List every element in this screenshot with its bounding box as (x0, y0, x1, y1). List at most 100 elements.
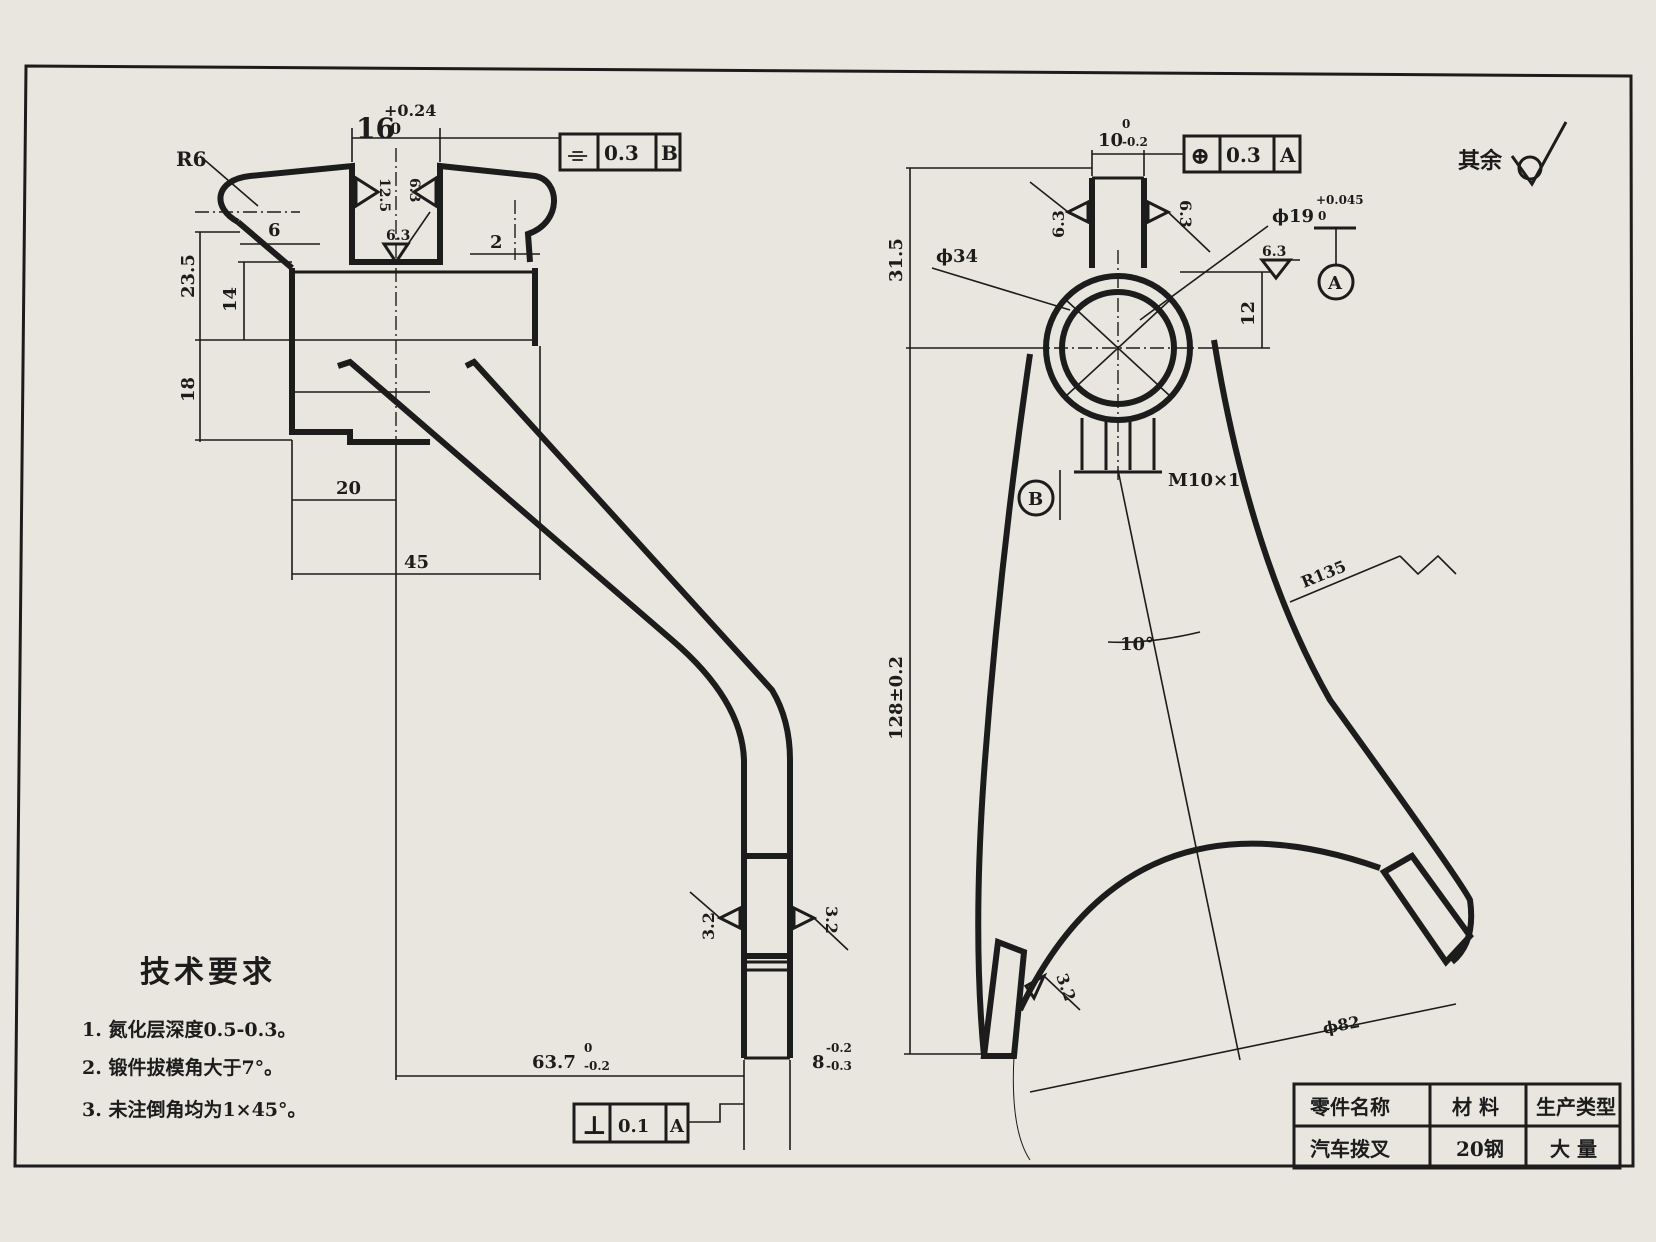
roughness-slot-bottom-leader (407, 211, 431, 245)
dim8-nominal: 8 (812, 1052, 825, 1073)
dim2-label: 2 (490, 232, 503, 253)
angle-arc (1107, 631, 1201, 644)
slot-dim-lower-dev: -0.2 (1122, 135, 1148, 149)
other-roughness-note: 其余 (1458, 121, 1568, 187)
title-header-production: 生产类型 (1536, 1095, 1616, 1119)
roughness-mark-pad (1023, 972, 1048, 1002)
r6-leader (199, 155, 259, 207)
roughness-pad-leader (1043, 975, 1081, 1011)
fork-arm-outer (337, 358, 747, 1058)
roughness-tab-right-leader (1167, 211, 1211, 253)
tech-requirement-3: 3. 未注倒角均为1×45°。 (82, 1098, 307, 1121)
roughness-tab-left: 6.3 (1049, 210, 1068, 238)
tech-requirement-1: 1. 氮化层深度0.5-0.3。 (82, 1018, 296, 1041)
dim63-nominal: 63.7 (532, 1052, 576, 1073)
roughness-slot-left: 12.5 (376, 178, 392, 212)
dim63-lower-dev: -0.2 (584, 1059, 610, 1073)
datum-a-circle (1317, 263, 1355, 301)
symmetry-symbol: ⌯ (568, 139, 588, 168)
other-roughness-label: 其余 (1458, 148, 1503, 174)
perp-symbol: ⊥ (582, 1111, 607, 1141)
tech-requirements: 技术要求 1. 氮化层深度0.5-0.3。 2. 锻件拔模角大于7°。 3. 未… (82, 955, 307, 1121)
symmetry-tolerance: 0.3 (604, 141, 639, 165)
roughness-mark-tab-right (1146, 199, 1172, 225)
bore-dim-upper-dev: +0.045 (1316, 193, 1364, 207)
flange-lower-edge (236, 219, 294, 271)
fork-pad-left (980, 937, 1028, 1059)
roughness-mark-arm-right (792, 905, 818, 931)
drawing-frame (13, 64, 1635, 1168)
position-frame (1182, 134, 1302, 174)
fork-top-flange (217, 162, 557, 265)
symmetry-datum: B (661, 141, 678, 165)
roughness-slot-bottom: 6.3 (386, 228, 410, 244)
bore-dim-lower-dev: 0 (1318, 209, 1326, 223)
title-value-production: 大 量 (1550, 1137, 1597, 1161)
thread-lines (1080, 418, 1156, 470)
left-view: R6 16 +0.24 0 ⌯ 0.3 B 12.5 6.3 6.3 6 2 (176, 101, 852, 1150)
r6-label: R6 (176, 147, 207, 171)
dia82-line (1029, 1003, 1457, 1093)
dim16-nominal: 16 (356, 112, 395, 145)
roughness-arm-right: 3.2 (822, 906, 841, 934)
tech-requirement-2: 2. 锻件拔模角大于7°。 (82, 1056, 283, 1079)
slot-dim-upper-dev: 0 (1122, 117, 1130, 131)
datum-b-circle (1017, 479, 1055, 517)
fork-body-right (1211, 339, 1475, 965)
arm-end-lines (744, 960, 790, 1060)
roughness-mark-slot-right (411, 175, 438, 209)
title-header-part-name: 零件名称 (1309, 1095, 1390, 1119)
dim6-label: 6 (268, 220, 281, 241)
angled-centerline (1117, 469, 1241, 1061)
position-symbol: ⊕ (1190, 141, 1210, 170)
dim16-upper-dev: +0.24 (384, 101, 436, 120)
outer-dia-leader (931, 267, 1071, 311)
arm-ground-surface (741, 853, 793, 959)
slot-dim-nominal: 10 (1098, 130, 1123, 151)
roughness-mark-slot-bottom (381, 242, 411, 265)
dim8-upper-dev: -0.2 (826, 1041, 852, 1055)
bore-dim-nominal: ϕ19 (1272, 206, 1314, 227)
title-header-material: 材 料 (1452, 1095, 1499, 1119)
other-roughness-check-icon (1510, 121, 1568, 187)
title-value-material: 20钢 (1456, 1137, 1504, 1161)
dim18-label: 18 (178, 377, 199, 402)
fork-inner-arc (1017, 840, 1381, 1012)
title-value-part-name: 汽车拨叉 (1310, 1137, 1391, 1161)
r135-leader (1289, 555, 1401, 603)
roughness-arm-left: 3.2 (699, 912, 718, 940)
r135-break-symbol (1399, 554, 1457, 576)
roughness-mark-arm-left (716, 905, 742, 931)
position-tolerance: 0.3 (1226, 143, 1261, 167)
dim128-label: 128±0.2 (886, 656, 907, 740)
roughness-tab-left-leader (1029, 181, 1069, 213)
dim23-label: 23.5 (178, 254, 199, 298)
perp-frame-leader (688, 1103, 744, 1123)
roughness-arm-right-leader (813, 917, 849, 951)
dim20-label: 20 (336, 478, 361, 499)
bore-dim-leader (1139, 225, 1269, 321)
dim12-label: 12 (1238, 301, 1259, 326)
roughness-mark-slot-left (354, 175, 381, 209)
fork-pad-right (1379, 852, 1474, 967)
dim31-label: 31.5 (886, 238, 907, 282)
thread-label: M10×1 (1168, 470, 1241, 491)
dim14-label: 14 (220, 287, 241, 312)
dim8-lower-dev: -0.3 (826, 1059, 852, 1073)
roughness-tab-right: 6.3 (1176, 200, 1195, 228)
dim45-label: 45 (404, 552, 429, 573)
perpendicularity-frame (572, 1102, 690, 1144)
datum-b-label: B (1028, 489, 1043, 510)
right-view: 10 0 -0.2 ⊕ 0.3 A 6.3 6.3 (886, 117, 1475, 1161)
angle-label: 10° (1120, 634, 1154, 655)
outer-dia-label: ϕ34 (936, 246, 978, 267)
position-datum: A (1279, 143, 1296, 167)
top-tab-sides (1089, 178, 1147, 268)
symmetry-frame (558, 132, 682, 172)
roughness-mark-tab-left (1064, 199, 1090, 225)
title-block: 零件名称 材 料 生产类型 汽车拨叉 20钢 大 量 (1292, 1082, 1622, 1170)
fork-arm-inner (464, 358, 793, 1058)
fork-body-left (975, 353, 1033, 1057)
